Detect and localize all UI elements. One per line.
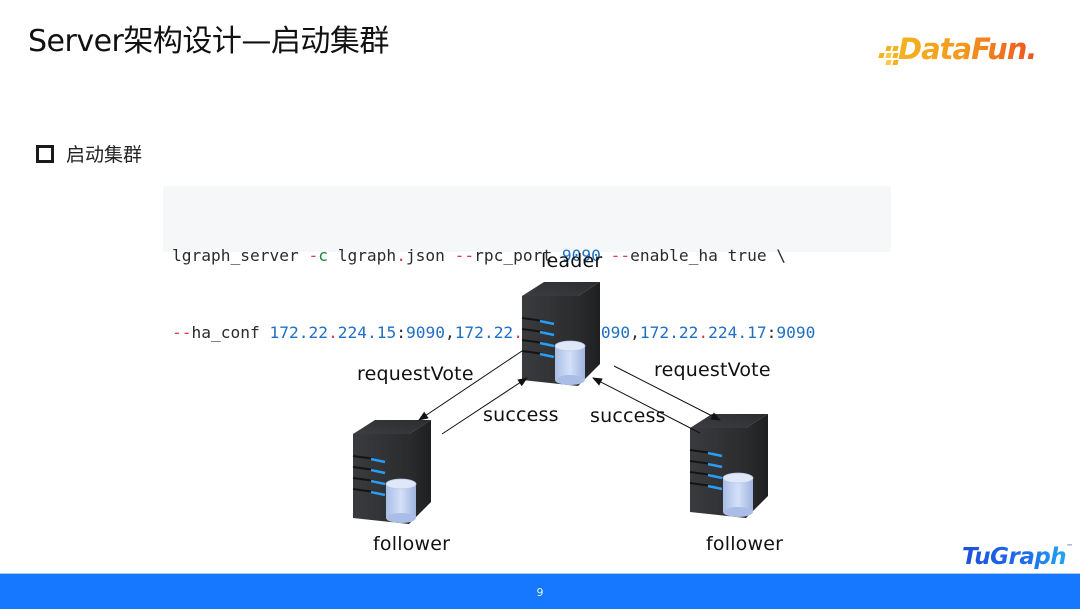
code-token: .	[396, 246, 406, 265]
code-token: 9090	[561, 246, 601, 265]
arrow-success-right	[592, 377, 701, 434]
code-token: 224.15	[337, 322, 397, 342]
status-led-icon	[370, 468, 386, 475]
database-body	[723, 478, 753, 512]
code-token: json	[405, 246, 455, 265]
follower-left-label: follower	[373, 533, 451, 555]
arrow-success-left	[441, 377, 528, 435]
code-token: 9090	[776, 322, 816, 342]
database-top	[554, 340, 586, 352]
server-top-face	[353, 420, 431, 434]
footer-bar: 9	[0, 573, 1080, 609]
arrow-request-vote-left	[418, 350, 523, 421]
code-token: ha_conf	[191, 322, 270, 342]
code-token: .	[327, 322, 338, 342]
datafun-logo-text: DataFun.	[898, 32, 1037, 66]
code-token: 22	[308, 322, 328, 342]
status-led-icon	[539, 352, 555, 359]
code-token: .	[513, 322, 523, 342]
server-top-face	[690, 414, 768, 428]
slide-title: Server架构设计—启动集群	[28, 24, 389, 59]
database-icon	[554, 340, 586, 385]
follower-right-server-icon	[689, 414, 768, 518]
code-token: --	[172, 322, 192, 342]
square-bullet-icon	[36, 144, 54, 163]
code-token: c	[318, 246, 328, 265]
database-body	[555, 346, 585, 380]
code-token: .	[483, 322, 494, 342]
code-token: 9090	[591, 322, 631, 342]
status-led-icon	[539, 319, 555, 326]
follower-left-server-icon	[352, 420, 431, 524]
status-led-icon	[707, 451, 723, 458]
code-token: ,	[444, 322, 455, 342]
page-number: 9	[536, 586, 544, 599]
datafun-logo: DataFun.	[876, 32, 1037, 76]
status-led-icon	[707, 473, 723, 480]
section-heading-text: 启动集群	[66, 144, 143, 166]
code-token: 22	[678, 322, 699, 342]
code-token: --	[454, 246, 475, 265]
status-led-icon	[370, 479, 386, 486]
trademark-symbol: ™	[1066, 543, 1073, 552]
code-token: .	[698, 322, 709, 342]
code-token: 224.17	[708, 322, 767, 342]
leader-server-icon	[521, 282, 600, 386]
code-token: lgraph	[327, 246, 397, 265]
database-top	[385, 478, 417, 490]
database-bottom	[555, 375, 585, 385]
section-heading: 启动集群	[36, 140, 142, 167]
code-line-1: lgraph_server -c lgraph.json --rpc_port …	[172, 243, 891, 269]
database-bottom	[723, 507, 753, 517]
database-body	[386, 484, 416, 518]
code-token: ,	[630, 322, 640, 342]
tugraph-logo-text: TuGraph	[962, 544, 1067, 570]
code-token: :	[766, 322, 777, 342]
server-top-face	[522, 282, 600, 296]
database-bottom	[386, 513, 416, 523]
code-token: :	[396, 322, 406, 342]
status-led-icon	[370, 490, 386, 497]
request-vote-left-label: requestVote	[357, 363, 474, 385]
code-token: lgraph_server	[172, 246, 309, 265]
status-led-icon	[707, 484, 723, 491]
database-top	[722, 472, 754, 484]
code-token: 22	[493, 322, 514, 342]
code-token: 172	[454, 322, 484, 342]
code-token: -	[308, 246, 319, 265]
code-token: enable_ha true \	[630, 246, 787, 265]
follower-right-label: follower	[706, 533, 784, 555]
database-icon	[385, 478, 417, 523]
database-icon	[722, 472, 754, 517]
success-right-label: success	[590, 405, 666, 427]
code-token: --	[610, 246, 631, 265]
code-token: .	[298, 322, 309, 342]
arrow-request-vote-right	[613, 365, 721, 421]
code-token: .	[669, 322, 679, 342]
status-led-icon	[539, 341, 555, 348]
tugraph-logo: TuGraph™	[962, 543, 1073, 570]
success-left-label: success	[483, 404, 559, 426]
status-led-icon	[539, 330, 555, 337]
code-token: rpc_port	[474, 246, 562, 265]
status-led-icon	[707, 462, 723, 469]
code-token: 172	[639, 322, 670, 342]
code-token: 172	[269, 322, 299, 342]
code-token: 9090	[405, 322, 445, 342]
request-vote-right-label: requestVote	[654, 359, 771, 381]
status-led-icon	[370, 457, 386, 464]
leader-label: leader	[541, 250, 603, 272]
code-block[interactable]: lgraph_server -c lgraph.json --rpc_port …	[163, 186, 891, 342]
